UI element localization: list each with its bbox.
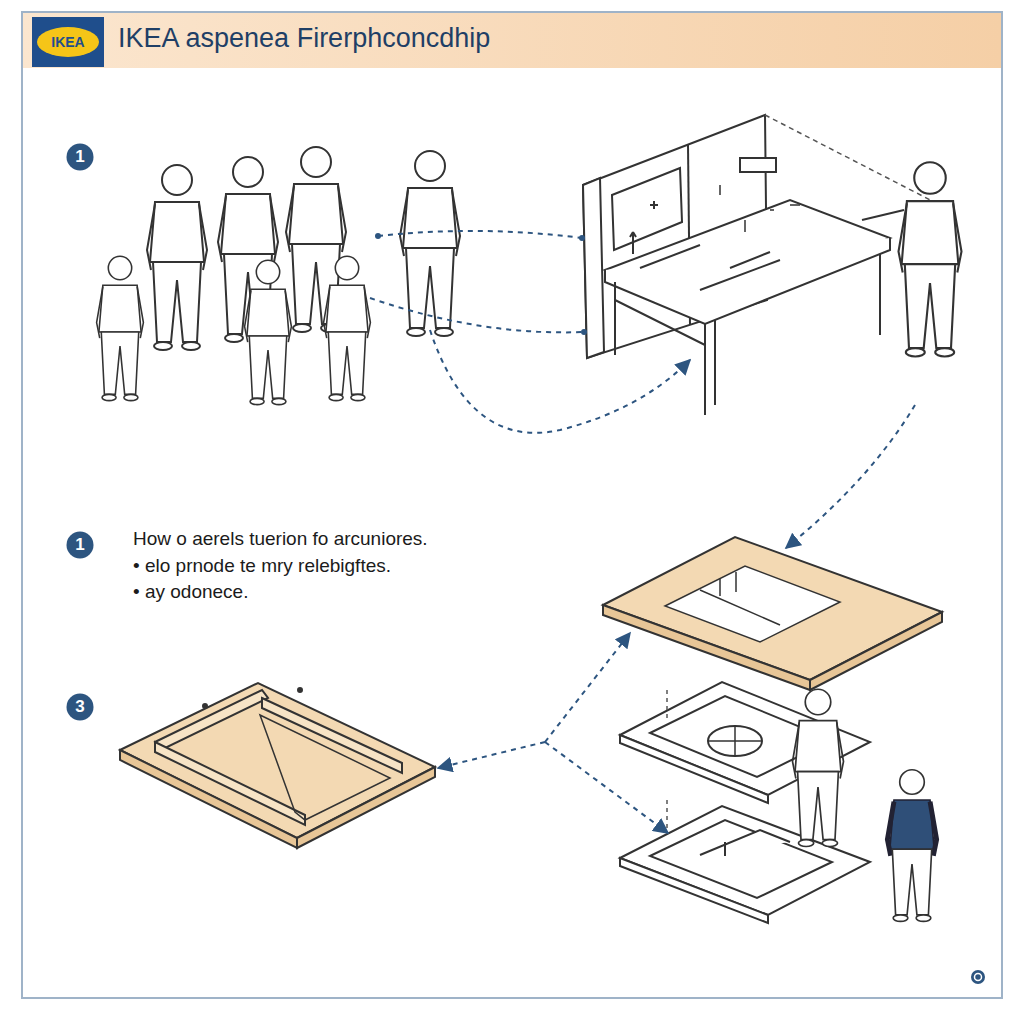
step-number-circle: 1 [66, 531, 94, 559]
step-number-circle: 3 [66, 693, 94, 721]
instruction-text: How o aerels tuerion fo arcuniores. [133, 528, 573, 551]
frame-board [120, 683, 435, 848]
table-assembly [583, 115, 890, 415]
people-group [97, 147, 460, 405]
callout-number: 1 [75, 147, 84, 167]
bullet-note: • ay odonece. [133, 581, 573, 604]
callout-number: 1 [75, 535, 84, 555]
brand-logo: IKEA [32, 17, 104, 67]
panel-top [603, 537, 942, 690]
assembler-figures [793, 689, 937, 921]
corner-mark [971, 970, 985, 984]
logo-text: IKEA [51, 34, 84, 50]
callout-number: 3 [75, 697, 84, 717]
dashed-arrows [370, 231, 915, 833]
page-frame [22, 12, 1002, 998]
header-band [23, 13, 1001, 68]
step-number-circle: 1 [66, 143, 94, 171]
worker-figure [899, 162, 962, 356]
page-title: IKEA aspenea Firerphconcdhip [118, 22, 490, 54]
bullet-note: • elo prnode te mry relebigftes. [133, 555, 573, 578]
